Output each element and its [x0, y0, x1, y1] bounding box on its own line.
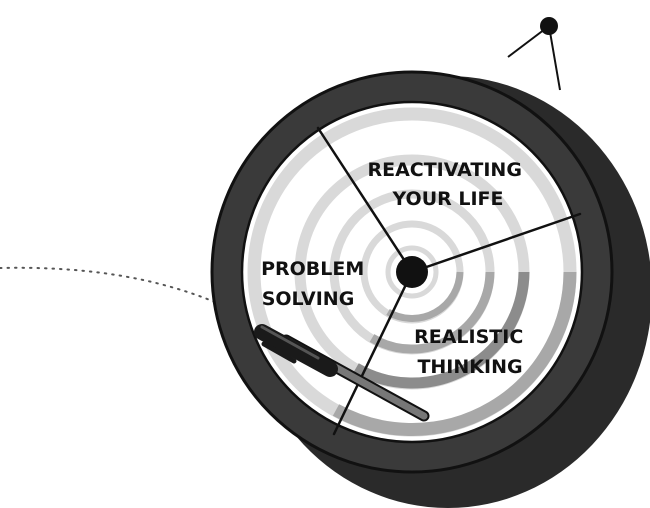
segment-3-line-1: REALISTIC	[414, 326, 523, 348]
segment-1-line-2: YOUR LIFE	[391, 188, 503, 210]
segment-2-line-1: PROBLEM	[261, 258, 364, 280]
segment-label-reactivating: REACTIVATING YOUR LIFE	[367, 159, 528, 210]
hanger	[507, 17, 561, 91]
hanger-knob-icon	[540, 17, 558, 35]
center-hub	[396, 256, 428, 288]
segment-1-line-1: REACTIVATING	[367, 159, 521, 181]
concentric-rings	[247, 107, 577, 437]
segment-dividers	[316, 126, 582, 436]
divider-lower-left	[332, 270, 414, 436]
segment-2-line-2: SOLVING	[262, 288, 355, 310]
dotted-trail	[0, 266, 263, 326]
pen-icon	[254, 324, 430, 422]
divider-upper-left	[316, 126, 414, 274]
divider-right	[410, 212, 582, 274]
segment-label-problem-solving: PROBLEM SOLVING	[261, 258, 371, 310]
segment-label-realistic-thinking: REALISTIC THINKING	[414, 326, 530, 378]
segment-3-line-2: THINKING	[417, 356, 522, 378]
